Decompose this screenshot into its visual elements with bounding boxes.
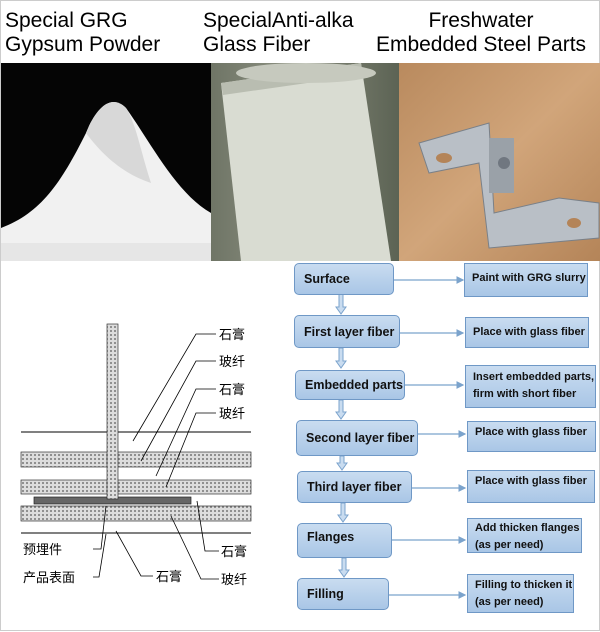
flow-step-filling: Filling xyxy=(297,578,389,610)
label-gypsum: 石膏 xyxy=(156,569,182,584)
label-gypsum: 石膏 xyxy=(219,382,245,397)
action-label: Place with glass fiber xyxy=(473,326,585,338)
flow-step-second-layer: Second layer fiber xyxy=(296,420,418,456)
flow-step-flanges: Flanges xyxy=(297,523,392,558)
header-line: Gypsum Powder xyxy=(5,33,161,56)
flow-step-third-layer: Third layer fiber xyxy=(297,471,412,503)
label-fiber: 玻纤 xyxy=(221,572,247,587)
action-label: Paint with GRG slurry xyxy=(472,272,586,284)
steel-parts-photo xyxy=(399,63,600,261)
action-label: Filling to thicken it (as per need) xyxy=(475,579,573,608)
step-label: Filling xyxy=(307,587,344,601)
header-steel: Freshwater Embedded Steel Parts xyxy=(361,9,600,57)
header-line: Special GRG xyxy=(5,9,128,32)
label-surface: 产品表面 xyxy=(23,570,75,585)
step-label: Surface xyxy=(304,272,350,286)
label-gypsum: 石膏 xyxy=(219,327,245,342)
header-fiber: SpecialAnti-alka Glass Fiber xyxy=(203,9,393,57)
flow-action-third-layer: Place with glass fiber xyxy=(467,470,595,503)
flow-action-second-layer: Place with glass fiber xyxy=(467,421,596,452)
glass-fiber-photo xyxy=(211,63,399,261)
layer-diagram: 石膏 玻纤 石膏 玻纤 预埋件 产品表面 石膏 石膏 玻纤 xyxy=(20,323,252,587)
label-fiber: 玻纤 xyxy=(219,406,245,421)
gypsum-powder-photo xyxy=(1,63,211,261)
action-label: Add thicken flanges (as per need) xyxy=(475,522,580,551)
flow-action-embedded: Insert embedded parts, firm with short f… xyxy=(465,365,596,408)
flow-action-first-layer: Place with glass fiber xyxy=(465,317,589,348)
step-label: Second layer fiber xyxy=(306,431,415,445)
header-line: Embedded Steel Parts xyxy=(375,33,587,56)
flow-action-surface: Paint with GRG slurry xyxy=(464,263,588,297)
flow-step-embedded: Embedded parts xyxy=(295,370,405,400)
flow-action-filling: Filling to thicken it (as per need) xyxy=(467,574,574,613)
label-gypsum: 石膏 xyxy=(221,544,247,559)
label-fiber: 玻纤 xyxy=(219,354,245,369)
flow-action-flanges: Add thicken flanges (as per need) xyxy=(467,518,582,553)
flow-step-first-layer: First layer fiber xyxy=(294,315,400,348)
step-label: First layer fiber xyxy=(304,324,395,339)
action-label: Place with glass fiber xyxy=(475,426,587,438)
action-label: Insert embedded parts, firm with short f… xyxy=(473,371,595,400)
label-embedded: 预埋件 xyxy=(23,542,62,557)
step-label: Third layer fiber xyxy=(307,480,402,494)
step-label: Flanges xyxy=(307,530,355,544)
flow-step-surface: Surface xyxy=(294,263,394,295)
header-powder: Special GRG Gypsum Powder xyxy=(5,9,205,57)
action-label: Place with glass fiber xyxy=(475,475,587,487)
header-line: SpecialAnti-alka xyxy=(203,9,354,32)
header-line: Freshwater xyxy=(428,9,534,32)
step-label: Embedded parts xyxy=(305,378,403,392)
header-line: Glass Fiber xyxy=(203,33,311,56)
